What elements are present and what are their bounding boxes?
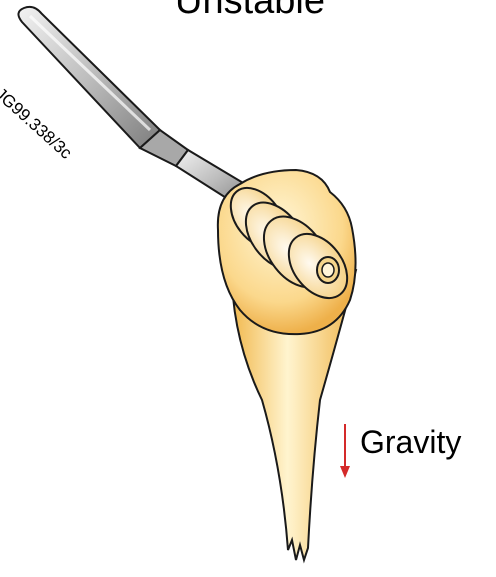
dipper-handle [18,7,255,208]
gravity-label: Gravity [360,424,461,461]
diagram-title: Unstable [150,0,350,23]
gravity-arrow-icon [340,424,350,478]
